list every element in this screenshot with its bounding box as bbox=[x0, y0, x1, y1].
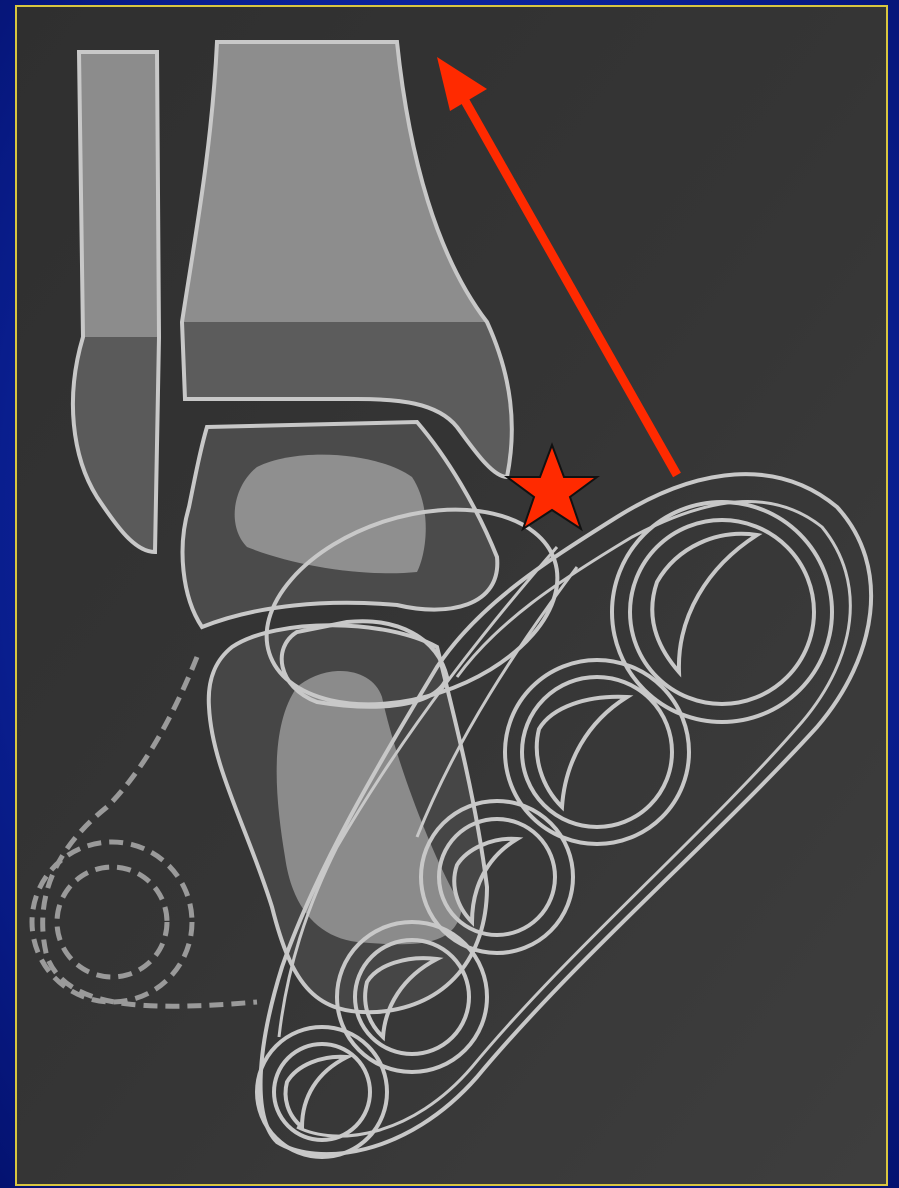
fibula bbox=[73, 52, 159, 552]
ankle-diagram bbox=[17, 7, 886, 1184]
radiograph-frame bbox=[15, 5, 888, 1186]
